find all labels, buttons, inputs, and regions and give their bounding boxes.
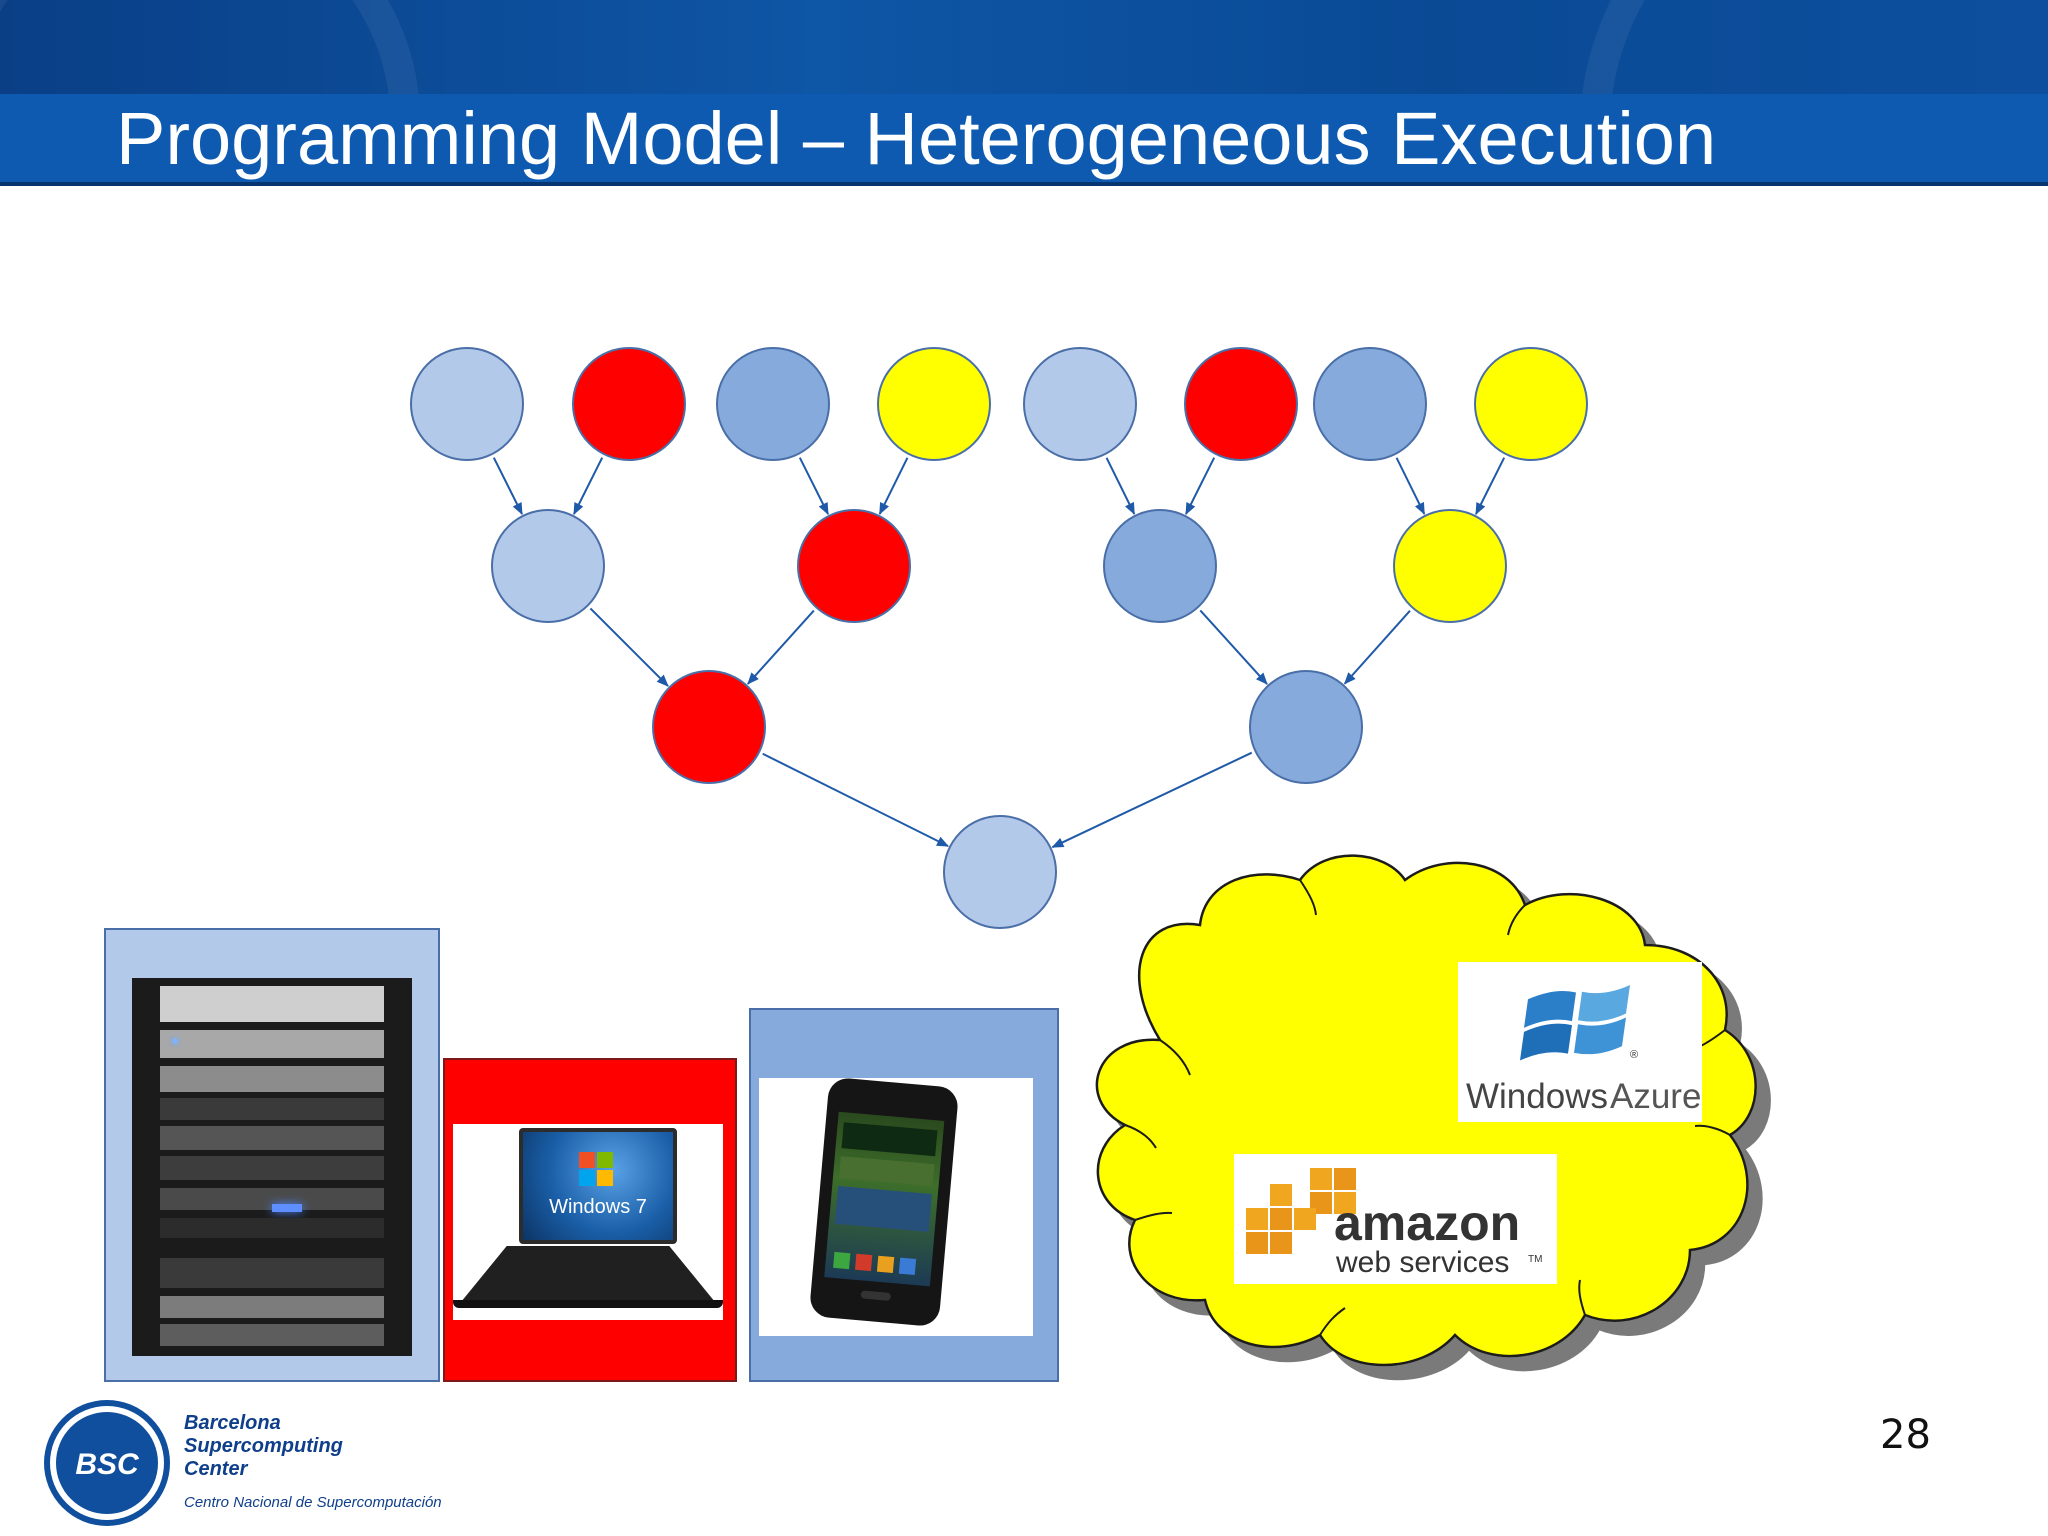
cloud-crease bbox=[1159, 1039, 1191, 1076]
laptop-screen: Windows 7 bbox=[519, 1128, 677, 1244]
task-node-a3 bbox=[716, 347, 830, 461]
windows-azure-logo: ® WindowsAzure bbox=[1458, 962, 1702, 1122]
azure-text-azure: Azure bbox=[1610, 1077, 1701, 1116]
task-dependency-edges bbox=[492, 457, 1506, 849]
cloud-crease bbox=[1507, 904, 1526, 936]
server-rack-image bbox=[132, 978, 412, 1356]
bsc-logo-subtitle: Centro Nacional de Supercomputación bbox=[184, 1494, 442, 1511]
trademark-mark: TM bbox=[1528, 1254, 1542, 1265]
edge-a6-b3 bbox=[1185, 457, 1216, 516]
edge-a2-b1 bbox=[573, 457, 604, 516]
page-number: 28 bbox=[1880, 1412, 1931, 1458]
edge-b2-c1 bbox=[747, 609, 815, 685]
bsc-logo-name: Barcelona Supercomputing Center bbox=[184, 1412, 343, 1481]
server-rack-frame bbox=[104, 928, 440, 1382]
edge-b3-c2 bbox=[1199, 609, 1268, 685]
cloud-crease bbox=[1319, 1307, 1346, 1336]
registered-mark: ® bbox=[1630, 1049, 1638, 1061]
cloud-crease bbox=[1299, 879, 1317, 916]
azure-flag-icon bbox=[1520, 984, 1630, 1061]
header-underline bbox=[0, 182, 2048, 186]
laptop-screen-text: Windows 7 bbox=[549, 1196, 647, 1218]
task-node-b3 bbox=[1103, 509, 1217, 623]
cloud-crease bbox=[1124, 1124, 1157, 1149]
task-node-c2 bbox=[1249, 670, 1363, 784]
bsc-logo-abbr: BSC bbox=[75, 1448, 139, 1481]
aws-text-amazon: amazon bbox=[1334, 1195, 1520, 1251]
task-node-a7 bbox=[1313, 347, 1427, 461]
aws-text-webservices: web services bbox=[1335, 1246, 1509, 1279]
bsc-logo-circle bbox=[56, 1412, 158, 1514]
laptop-frame: Windows 7 bbox=[443, 1058, 737, 1382]
task-node-a8 bbox=[1474, 347, 1588, 461]
azure-wordmark: WindowsAzure bbox=[1466, 1077, 1701, 1116]
edge-b1-c1 bbox=[589, 607, 669, 687]
aws-cubes-icon bbox=[1246, 1168, 1356, 1254]
edge-c2-d1 bbox=[1051, 751, 1253, 849]
cloud-crease bbox=[1578, 1279, 1586, 1316]
edge-a5-b3 bbox=[1105, 457, 1136, 515]
edge-a4-b2 bbox=[878, 457, 909, 515]
task-node-b1 bbox=[491, 509, 605, 623]
task-node-a1 bbox=[410, 347, 524, 461]
bsc-logo-line2: Supercomputing bbox=[184, 1435, 343, 1457]
edge-b4-c2 bbox=[1343, 610, 1411, 685]
cloud-crease bbox=[1134, 1211, 1173, 1221]
task-node-c1 bbox=[652, 670, 766, 784]
smartphone-body bbox=[808, 1076, 960, 1328]
task-node-a6 bbox=[1184, 347, 1298, 461]
windows-flag-icon bbox=[579, 1152, 613, 1186]
laptop-image: Windows 7 bbox=[453, 1124, 723, 1320]
slide-header: Programming Model – Heterogeneous Execut… bbox=[0, 0, 2048, 186]
smartphone-frame bbox=[749, 1008, 1059, 1382]
smartphone-screen bbox=[824, 1111, 945, 1287]
edge-a1-b1 bbox=[492, 457, 523, 516]
task-node-a5 bbox=[1023, 347, 1137, 461]
task-node-a4 bbox=[877, 347, 991, 461]
edge-a7-b4 bbox=[1395, 457, 1426, 515]
task-node-a2 bbox=[572, 347, 686, 461]
azure-text-windows: Windows bbox=[1466, 1077, 1608, 1116]
edge-a8-b4 bbox=[1475, 457, 1506, 516]
edge-a3-b2 bbox=[798, 457, 829, 516]
cloud-crease bbox=[1694, 1124, 1731, 1136]
slide-title: Programming Model – Heterogeneous Execut… bbox=[116, 97, 1717, 180]
bsc-logo: BSC Barcelona Supercomputing Center Cent… bbox=[48, 1410, 488, 1520]
task-node-b4 bbox=[1393, 509, 1507, 623]
header-band bbox=[0, 94, 2048, 182]
bsc-logo-line3: Center bbox=[184, 1458, 248, 1480]
smartphone-image bbox=[759, 1076, 1033, 1336]
task-node-d1 bbox=[943, 815, 1057, 929]
task-node-b2 bbox=[797, 509, 911, 623]
laptop-keyboard bbox=[461, 1246, 715, 1302]
task-nodes bbox=[410, 347, 1588, 929]
amazon-web-services-logo: amazon web services TM bbox=[1234, 1154, 1557, 1284]
edge-c1-d1 bbox=[762, 752, 949, 848]
bsc-logo-line1: Barcelona bbox=[184, 1412, 281, 1434]
